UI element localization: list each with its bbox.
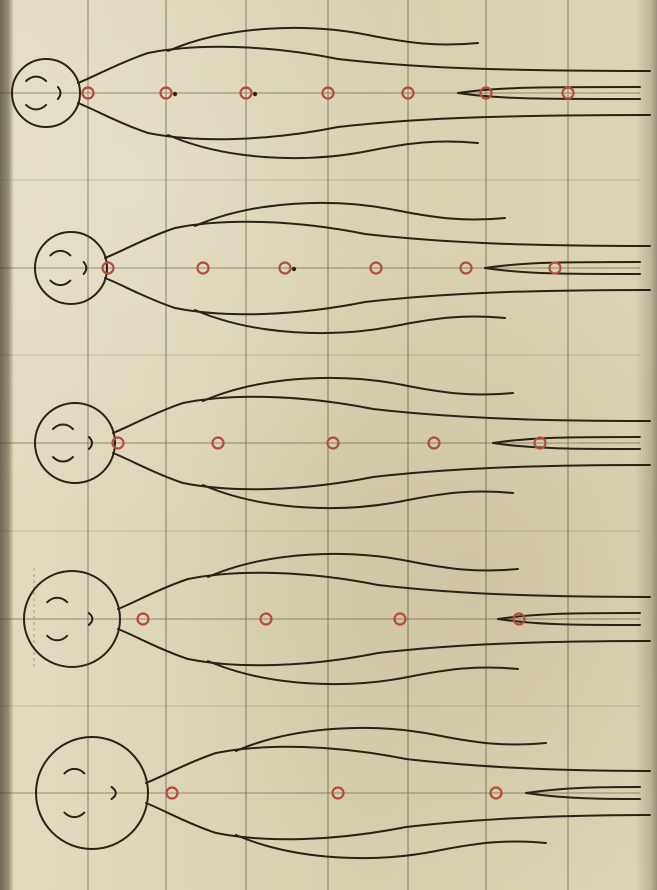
figure-5-eye-top — [64, 769, 84, 774]
figure-1-eye-top — [26, 77, 46, 82]
figure-2-eye-top — [50, 251, 70, 256]
figure-5-leg-divider-bottom — [526, 793, 640, 799]
small-dot — [173, 92, 177, 96]
small-dot — [292, 267, 296, 271]
figure-3-lower-outline — [113, 453, 650, 489]
figure-3-leg-divider-bottom — [493, 443, 640, 449]
figure-4-eye-top — [47, 598, 67, 603]
figure-2-leg-divider-bottom — [485, 268, 640, 274]
figure-2-eye-bottom — [50, 281, 70, 286]
figure-5-eye-bottom — [64, 813, 84, 818]
figure-3-eye-bottom — [53, 457, 73, 462]
figure-5-lower-outline — [146, 803, 650, 839]
figure-2-leg-divider-top — [485, 262, 640, 268]
figure-4-eye-bottom — [47, 636, 67, 641]
figure-4-upper-outline — [118, 573, 650, 609]
figure-3-leg-divider-top — [493, 437, 640, 443]
figure-5-leg-divider-top — [526, 787, 640, 793]
figure-4-lower-outline — [118, 629, 650, 665]
figure-3-upper-outline — [113, 397, 650, 433]
figure-1-upper-outline — [78, 47, 650, 83]
figure-5-upper-outline — [146, 747, 650, 783]
figure-1-lower-outline — [78, 103, 650, 139]
figure-3-eye-top — [53, 425, 73, 430]
small-dot — [253, 92, 257, 96]
figure-1-eye-bottom — [26, 105, 46, 110]
